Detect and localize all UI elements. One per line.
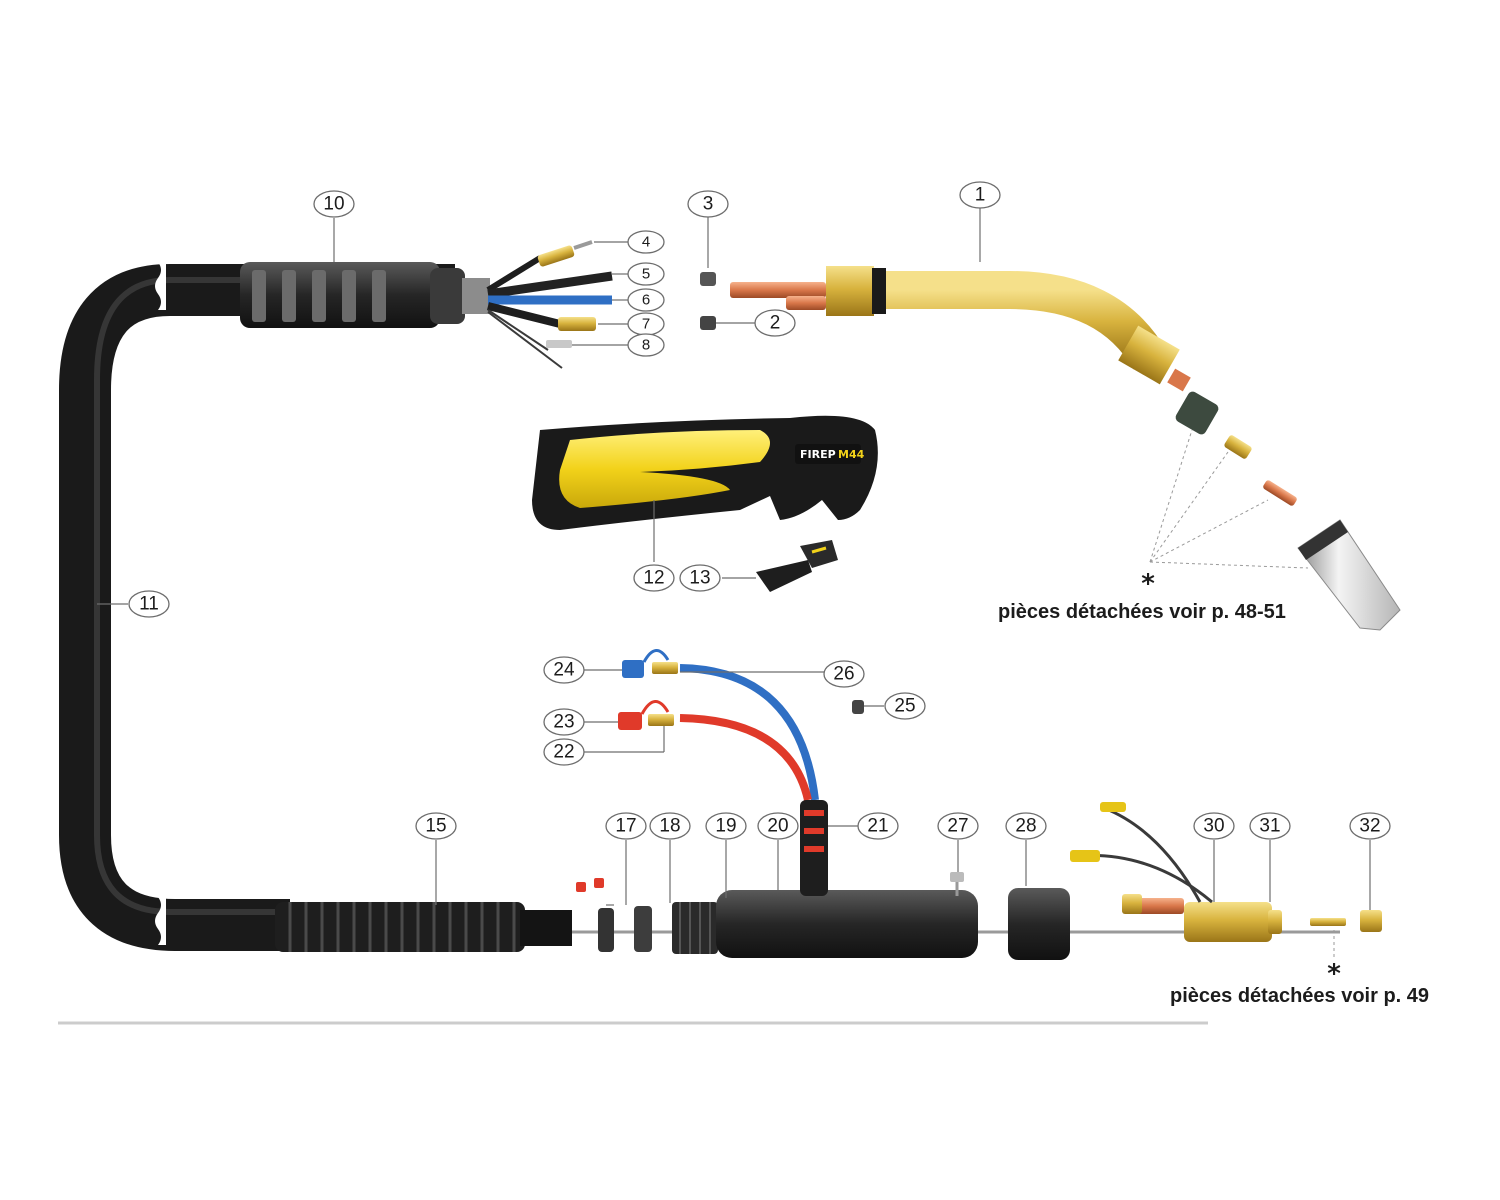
- lower-assembly: [275, 800, 1382, 960]
- callout-20-label: 20: [767, 816, 788, 837]
- trigger: [756, 540, 838, 592]
- callout-13: 13: [679, 564, 721, 592]
- callout-5: 5: [627, 262, 665, 286]
- water-hoses: [618, 649, 864, 801]
- callout-2-label: 2: [770, 313, 781, 334]
- callout-24-label: 24: [553, 660, 575, 681]
- callout-5-label: 5: [642, 266, 650, 283]
- callout-4-label: 4: [642, 234, 650, 251]
- callout-28-label: 28: [1015, 816, 1036, 837]
- callout-30: 30: [1193, 812, 1235, 840]
- callout-28: 28: [1005, 812, 1047, 840]
- callout-19-label: 19: [715, 816, 736, 837]
- cable-assembly: [59, 262, 455, 951]
- callout-13-label: 13: [689, 568, 710, 589]
- callout-26-label: 26: [833, 664, 854, 685]
- callout-32-label: 32: [1359, 816, 1380, 837]
- callout-22: 22: [543, 738, 585, 766]
- lower-spare-parts-note: pièces détachées voir p. 49: [1170, 985, 1429, 1007]
- callout-11: 11: [128, 590, 170, 618]
- callout-10-label: 10: [323, 194, 344, 215]
- callout-15-label: 15: [425, 816, 446, 837]
- callout-31: 31: [1249, 812, 1291, 840]
- callout-27-label: 27: [947, 816, 968, 837]
- brand-firep: FIREP: [800, 448, 836, 461]
- callout-6-label: 6: [642, 292, 650, 309]
- callout-32: 32: [1349, 812, 1391, 840]
- callout-17: 17: [605, 812, 647, 840]
- callout-3-label: 3: [703, 194, 714, 215]
- callout-17-label: 17: [615, 816, 636, 837]
- callout-7-label: 7: [642, 316, 650, 333]
- callout-11-label: 11: [139, 594, 159, 615]
- callout-7: 7: [627, 312, 665, 336]
- callout-1: 1: [959, 181, 1001, 209]
- callout-2: 2: [754, 309, 796, 337]
- leader-lines: [97, 208, 1371, 910]
- callout-8: 8: [627, 333, 665, 357]
- upper-spare-parts-note: pièces détachées voir p. 48-51: [998, 601, 1286, 623]
- callout-23-label: 23: [553, 712, 574, 733]
- callout-3: 3: [687, 190, 729, 218]
- callout-8-label: 8: [642, 337, 650, 354]
- callout-12: 12: [633, 564, 675, 592]
- upper-dashed-leaders: [1149, 429, 1309, 569]
- consumables: [1175, 391, 1401, 631]
- callout-25: 25: [884, 692, 926, 720]
- callout-18-label: 18: [659, 816, 680, 837]
- asterisk-icon: *: [1141, 569, 1155, 599]
- callout-4: 4: [627, 230, 665, 254]
- callout-25-label: 25: [894, 696, 915, 717]
- callout-1-label: 1: [975, 185, 986, 206]
- cable-ends: [486, 240, 613, 369]
- swan-neck: [730, 266, 1191, 392]
- callout-6: 6: [627, 288, 665, 312]
- handle-grip: FIREP M44: [532, 415, 878, 530]
- callout-10: 10: [313, 190, 355, 218]
- callout-23: 23: [543, 708, 585, 736]
- callout-15: 15: [415, 812, 457, 840]
- cable-rear-sleeve: [240, 262, 490, 328]
- callout-12-label: 12: [643, 568, 664, 589]
- callout-20: 20: [757, 812, 799, 840]
- small-parts-2-3: [700, 272, 716, 330]
- brand-m44: M44: [838, 448, 865, 461]
- callout-19: 19: [705, 812, 747, 840]
- callout-18: 18: [649, 812, 691, 840]
- callout-21: 21: [857, 812, 899, 840]
- asterisk-icon: *: [1327, 959, 1341, 989]
- callout-24: 24: [543, 656, 585, 684]
- callout-21-label: 21: [867, 816, 888, 837]
- callout-27: 27: [937, 812, 979, 840]
- callout-30-label: 30: [1203, 816, 1224, 837]
- callout-26: 26: [823, 660, 865, 688]
- callout-22-label: 22: [553, 742, 574, 763]
- callout-31-label: 31: [1259, 816, 1280, 837]
